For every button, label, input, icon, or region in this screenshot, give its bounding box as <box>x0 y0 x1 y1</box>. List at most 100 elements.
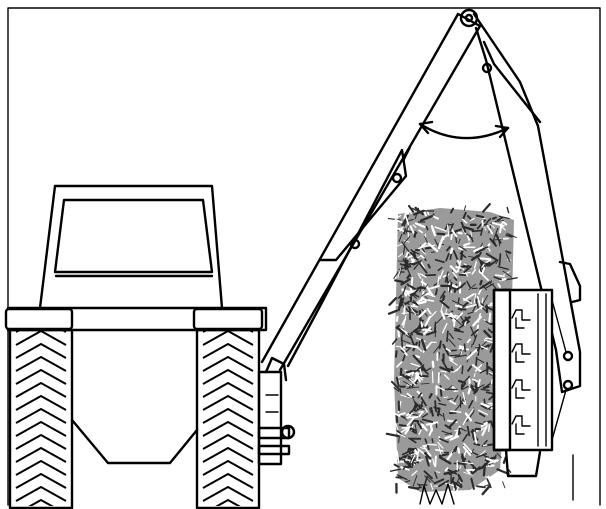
hedge-stroke <box>492 283 498 290</box>
hedge-stroke <box>401 449 413 456</box>
hedge-stroke <box>458 238 461 244</box>
hedge-stroke <box>434 238 440 249</box>
hedge-stroke <box>436 316 444 324</box>
hedge-stroke <box>480 404 488 410</box>
hedge-stroke <box>456 259 461 265</box>
hedge-stroke <box>405 223 410 235</box>
hedge-stroke <box>452 250 459 261</box>
hedge-stroke <box>407 332 413 339</box>
hedge-stroke <box>483 439 488 445</box>
hedge-stroke <box>450 207 455 214</box>
hedge-stroke <box>395 413 399 423</box>
hedge-stroke <box>407 306 419 314</box>
flail-hook <box>511 415 531 435</box>
hedge-stroke <box>405 265 412 277</box>
hedge-stroke <box>416 376 421 383</box>
hedge-stroke <box>437 275 440 285</box>
hedge-stroke <box>475 382 478 393</box>
hedge-stroke <box>411 207 417 211</box>
hedge-stroke <box>469 384 480 389</box>
hedge-stroke <box>488 247 491 252</box>
hedge-stroke <box>446 281 459 289</box>
hedge-stroke <box>454 477 460 488</box>
hedge-stroke <box>476 485 486 489</box>
hedge-stroke <box>475 348 479 354</box>
dipper-arm-inner <box>482 40 542 124</box>
hedge-stroke <box>477 287 483 295</box>
hedge-stroke <box>419 367 423 376</box>
hedge-stroke <box>494 220 504 223</box>
hedge-stroke <box>475 247 486 254</box>
hedge-stroke <box>420 321 423 328</box>
hedge-stroke <box>442 413 446 421</box>
hedge-stroke <box>387 309 398 315</box>
hedge-stroke <box>421 292 427 297</box>
hedge-stroke <box>424 407 428 413</box>
hedge-stroke <box>463 205 467 211</box>
hedge-stroke <box>421 413 429 418</box>
hedge-stroke <box>449 359 458 366</box>
left-fender <box>4 307 74 331</box>
hedge-stroke <box>482 223 488 227</box>
hedge-stroke <box>402 315 407 329</box>
hedge-stroke <box>503 271 511 275</box>
hedge-stroke <box>433 344 441 354</box>
hedge-stroke <box>457 297 460 304</box>
hedge-stroke <box>413 458 424 463</box>
hedge-stroke <box>410 277 414 287</box>
hedge-stroke <box>461 453 466 463</box>
hedge-stroke <box>475 214 485 219</box>
hedge-stroke <box>396 450 400 464</box>
hedge-stroke <box>425 330 437 336</box>
hedge-stroke <box>440 290 446 299</box>
hedge-stroke <box>437 242 441 250</box>
hedge-stroke <box>419 254 425 259</box>
hedge-stroke <box>403 212 407 220</box>
hedge-stroke <box>505 277 518 281</box>
tread-chevron <box>15 407 67 424</box>
hedge-stroke <box>471 229 483 233</box>
hedge-stroke <box>449 228 463 235</box>
hedge-stroke <box>420 382 430 385</box>
hedge-stroke <box>412 260 420 266</box>
hedge-stroke <box>406 416 419 419</box>
hedge-stroke <box>463 375 471 384</box>
hedge-stroke <box>461 316 471 324</box>
hedge-stroke <box>462 433 469 442</box>
hedge-stroke <box>420 242 427 249</box>
hedge-stroke <box>446 330 449 343</box>
hedge-stroke <box>434 410 443 417</box>
hedge-stroke <box>484 455 490 458</box>
hedge-stroke <box>405 375 411 379</box>
hedge-stroke <box>466 411 475 422</box>
hedge-stroke <box>506 232 517 239</box>
hedge-stroke <box>407 447 410 453</box>
hedge-stroke <box>438 340 442 350</box>
hedge-stroke <box>463 242 471 247</box>
hedge-stroke <box>418 410 424 418</box>
hedge-stroke <box>475 453 487 458</box>
hedge-stroke <box>485 218 492 224</box>
hedge-stroke <box>461 211 467 222</box>
hedge-stroke <box>410 251 419 261</box>
hedge-stroke <box>459 252 467 258</box>
hedge-stroke <box>414 423 418 435</box>
hedge-stroke <box>395 376 400 387</box>
tractor-cab-frame <box>38 184 224 310</box>
hedge-stroke <box>477 343 481 356</box>
hedge-stroke <box>445 347 452 353</box>
right-wheel-tread <box>202 330 254 506</box>
hedge-stroke <box>387 218 401 221</box>
hedge-stroke <box>482 284 488 291</box>
hedge-stroke <box>412 250 420 255</box>
hedge-stroke <box>461 218 468 224</box>
hedge-stroke <box>445 308 447 314</box>
hedge-stroke <box>473 442 481 447</box>
hedge-stroke <box>454 329 464 333</box>
hedge-stroke <box>396 361 403 368</box>
hedge-stroke <box>398 436 400 444</box>
hedge-stroke <box>400 302 405 308</box>
hedge-stroke <box>471 268 477 275</box>
hedge-stroke <box>436 386 445 391</box>
hedge-stroke <box>477 313 482 323</box>
